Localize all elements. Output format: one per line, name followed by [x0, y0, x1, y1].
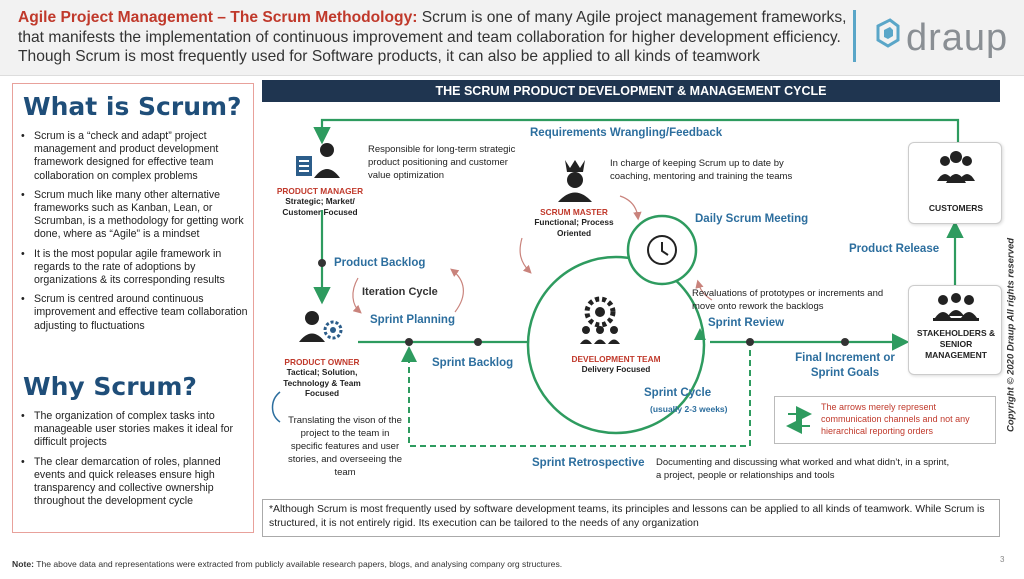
- intro-body: Scrum is one of many Agile project manag…: [18, 9, 847, 65]
- sprint-backlog-label: Sprint Backlog: [432, 357, 514, 369]
- customers-icon: [937, 151, 975, 183]
- revaluations-text: Revaluations of prototypes or increments…: [692, 288, 884, 312]
- sprint-review-label: Sprint Review: [708, 317, 785, 329]
- sm-description: In charge of keeping Scrum up to date by…: [610, 158, 793, 182]
- stakeholders-icon: [933, 293, 979, 321]
- iteration-cycle-label: Iteration Cycle: [362, 286, 438, 298]
- sm-role: Functional; Process Oriented: [534, 217, 614, 238]
- draup-logo-icon: [876, 18, 900, 48]
- legend-box: The arrows merely represent communicatio…: [774, 396, 996, 444]
- po-bracket: [271, 391, 281, 423]
- customers-box: CUSTOMERS: [908, 142, 1002, 224]
- copyright-text: Copyright © 2020 Draup All rights reserv…: [1005, 237, 1017, 433]
- retrospective-loop: [401, 346, 751, 447]
- backlog-node: [318, 259, 326, 267]
- page-number: 3: [1000, 555, 1005, 564]
- list-item: The organization of complex tasks into m…: [21, 410, 249, 450]
- product-owner-role: PRODUCT OWNER Tactical; Solution, Techno…: [272, 357, 372, 399]
- sprint-arrowhead: [694, 328, 706, 340]
- retrospective-description: Documenting and discussing what worked a…: [656, 457, 950, 481]
- sprint-cycle-label: Sprint Cycle: [644, 387, 712, 399]
- product-release-label: Product Release: [849, 243, 940, 255]
- why-list: The organization of complex tasks into m…: [21, 410, 249, 514]
- feedback-loop-line: [313, 118, 960, 145]
- clock-icon: [647, 235, 677, 265]
- what-list: Scrum is a “check and adapt” project man…: [21, 130, 249, 339]
- intro-text: Agile Project Management – The Scrum Met…: [18, 8, 848, 67]
- header: Agile Project Management – The Scrum Met…: [0, 0, 1024, 76]
- iteration-arc: [450, 268, 464, 313]
- logo-text: draup: [906, 17, 1009, 59]
- development-circle: [526, 255, 706, 435]
- pm-name: PRODUCT MANAGER: [276, 186, 364, 196]
- review-node: [746, 338, 754, 346]
- note-label: Note:: [12, 559, 34, 569]
- list-item: Scrum much like many other alternative f…: [21, 189, 249, 242]
- draup-logo: draup: [872, 16, 1012, 60]
- requirements-label: Requirements Wrangling/Feedback: [530, 127, 723, 139]
- sm-arrow-2: [619, 195, 642, 221]
- intro-title: Agile Project Management – The Scrum Met…: [18, 9, 418, 26]
- sm-name: SCRUM MASTER: [540, 207, 608, 217]
- scrum-master-role: SCRUM MASTER Functional; Process Oriente…: [528, 207, 620, 238]
- left-panel: What is Scrum? Scrum is a “check and ada…: [12, 83, 254, 533]
- final-node: [841, 338, 849, 346]
- final-increment-label: Final Increment or Sprint Goals: [795, 352, 895, 379]
- stakeholders-label: STAKEHOLDERS & SENIOR MANAGEMENT: [916, 328, 996, 360]
- note-text: The above data and representations were …: [36, 559, 563, 569]
- what-is-scrum-heading: What is Scrum?: [23, 92, 242, 121]
- review-arrow: [695, 279, 713, 301]
- dev-role: Delivery Focused: [581, 364, 651, 375]
- pm-description: Responsible for long-term strategic prod…: [368, 144, 516, 181]
- list-item: The clear demarcation of roles, planned …: [21, 456, 249, 509]
- product-manager-icon: [296, 143, 340, 178]
- sprint-retrospective-label: Sprint Retrospective: [532, 457, 645, 469]
- iteration-arc-2: [352, 277, 362, 314]
- list-item: Scrum is centred around continuous impro…: [21, 293, 249, 333]
- pm-role: Strategic; Market/ Customer Focused: [282, 196, 358, 217]
- sprint-cycle-duration: (usually 2-3 weeks): [650, 404, 728, 414]
- customers-label: CUSTOMERS: [928, 203, 984, 213]
- copyright: Copyright © 2020 Draup All rights reserv…: [1004, 170, 1018, 500]
- product-backlog-label: Product Backlog: [334, 257, 426, 269]
- stakeholders-box: STAKEHOLDERS & SENIOR MANAGEMENT: [908, 285, 1002, 375]
- list-item: Scrum is a “check and adapt” project man…: [21, 130, 249, 183]
- dev-team-role: DEVELOPMENT TEAM Delivery Focused: [550, 354, 682, 375]
- development-team-icon: [580, 296, 620, 344]
- why-scrum-heading: Why Scrum?: [23, 372, 197, 401]
- sprint-planning-label: Sprint Planning: [370, 314, 455, 326]
- daily-scrum-label: Daily Scrum Meeting: [695, 213, 809, 225]
- source-note: Note: The above data and representations…: [12, 559, 562, 569]
- scrum-master-icon: [558, 160, 592, 202]
- footnote: *Although Scrum is most frequently used …: [262, 499, 1000, 537]
- po-description: Translating the vison of the project to …: [287, 415, 403, 478]
- po-role: Tactical; Solution, Technology & Team Fo…: [283, 367, 361, 399]
- product-owner-icon: [299, 311, 343, 342]
- diagram-title: THE SCRUM PRODUCT DEVELOPMENT & MANAGEME…: [262, 80, 1000, 102]
- dev-name: DEVELOPMENT TEAM: [571, 354, 661, 364]
- sm-arrow: [519, 237, 532, 274]
- backlog-sprint-node: [474, 338, 482, 346]
- logo-divider: [853, 10, 856, 62]
- planning-node: [405, 338, 413, 346]
- po-name: PRODUCT OWNER: [284, 357, 360, 367]
- list-item: It is the most popular agile framework i…: [21, 248, 249, 288]
- product-manager-role: PRODUCT MANAGER Strategic; Market/ Custo…: [270, 186, 370, 217]
- legend-text: The arrows merely represent communicatio…: [821, 402, 970, 436]
